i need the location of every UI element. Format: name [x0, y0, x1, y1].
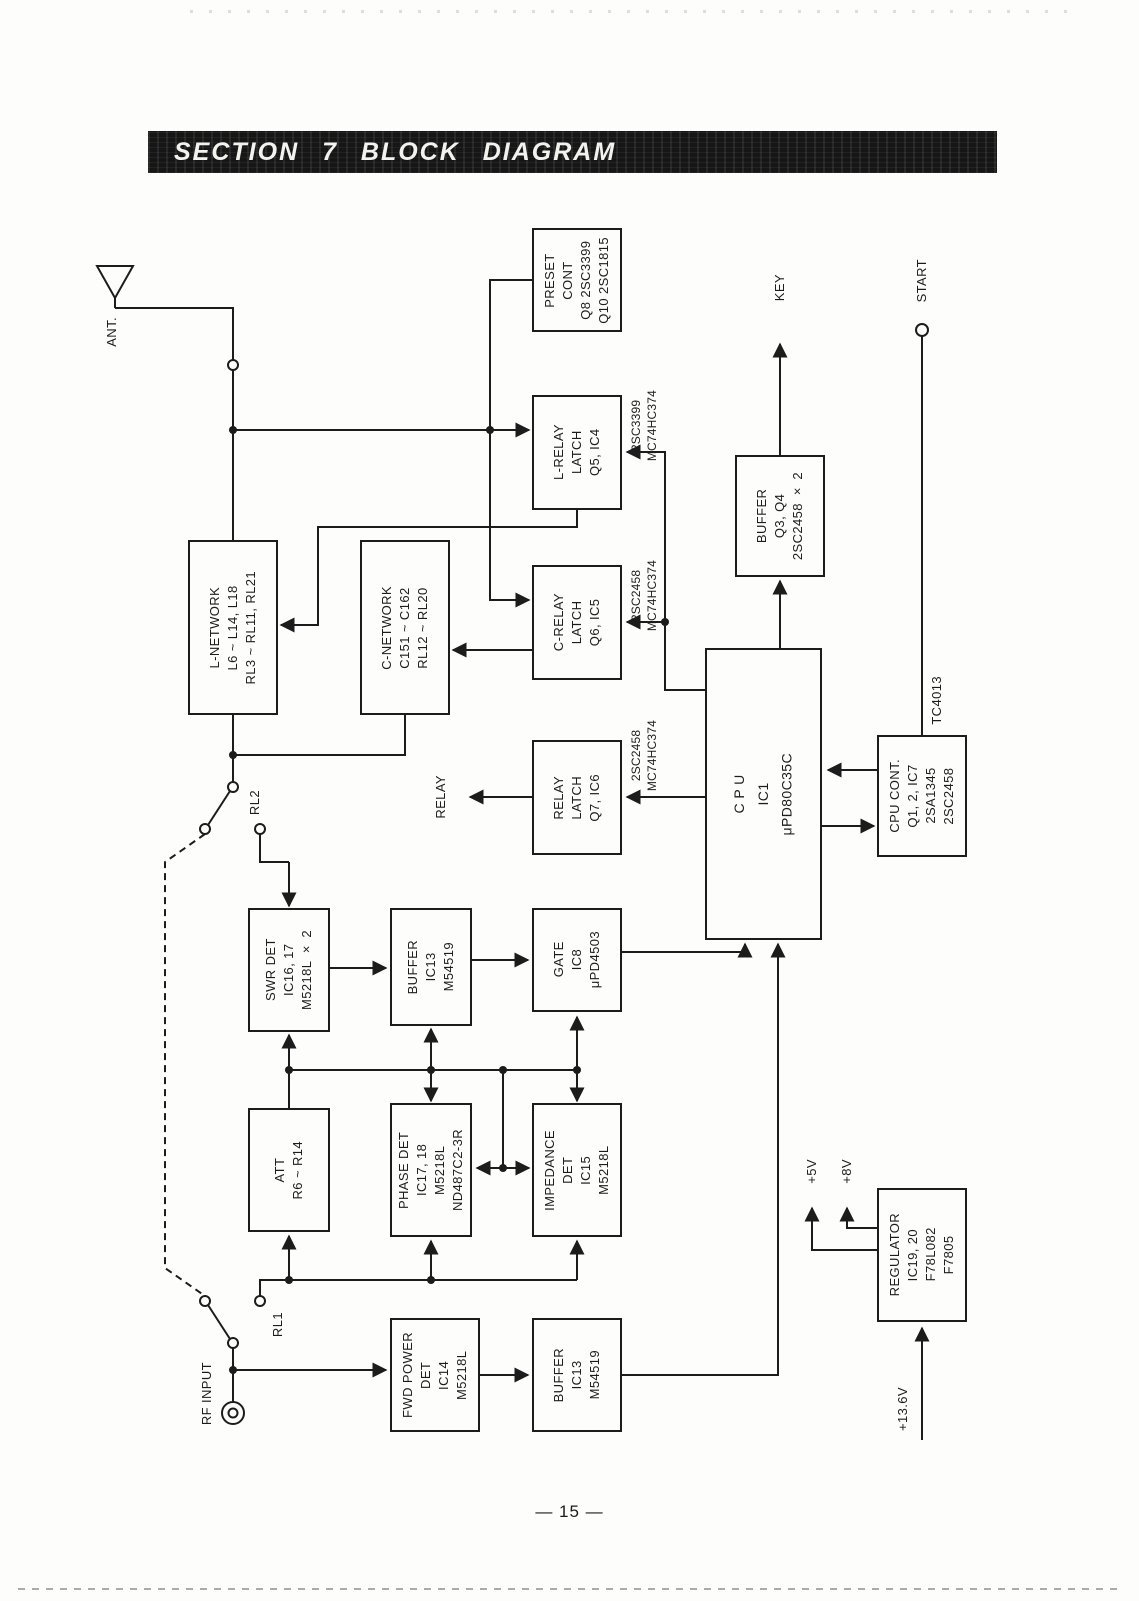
box-buffer-mid-label: BUFFER IC13 M54519	[405, 939, 456, 995]
antenna-terminal	[227, 359, 239, 371]
box-l-network: L-NETWORK L6 ~ L14, L18 RL3 ~ RL11, RL21	[188, 540, 278, 715]
box-regulator: REGULATOR IC19, 20 F78L082 F7805	[877, 1188, 967, 1322]
label-ant: ANT.	[104, 317, 120, 347]
box-buffer-lower-label: BUFFER IC13 M54519	[551, 1347, 602, 1403]
label-key: KEY	[772, 274, 788, 302]
rl2-switch-icon	[199, 781, 266, 835]
label-plus8v: +8V	[839, 1158, 855, 1184]
box-relay-latch-label: RELAY LATCH Q7, IC6	[551, 773, 602, 822]
box-fwd-power-det-label: FWD POWER DET IC14 M5218L	[400, 1332, 469, 1418]
relay-gang-linkage	[164, 833, 206, 1297]
box-regulator-label: REGULATOR IC19, 20 F78L082 F7805	[887, 1213, 956, 1297]
box-phase-det-label: PHASE DET IC17, 18 M5218L ND487C2-3R	[396, 1128, 465, 1212]
label-plus13-6v: +13.6V	[895, 1387, 911, 1431]
box-relay-latch: RELAY LATCH Q7, IC6	[532, 740, 622, 855]
box-impedance-det: IMPEDANCE DET IC15 M5218L	[532, 1103, 622, 1237]
rf-input-connector-icon	[221, 1401, 245, 1425]
box-c-network: C-NETWORK C151 ~ C162 RL12 ~ RL20	[360, 540, 450, 715]
box-impedance-det-label: IMPEDANCE DET IC15 M5218L	[542, 1129, 611, 1211]
box-buffer-key-label: BUFFER Q3, Q4 2SC2458 × 2	[754, 471, 805, 561]
box-c-network-label: C-NETWORK C151 ~ C162 RL12 ~ RL20	[379, 585, 430, 670]
rl1-switch-icon	[199, 1295, 266, 1349]
junction-dots	[229, 426, 669, 1374]
box-att-label: ATT R6 ~ R14	[272, 1140, 305, 1200]
label-relay-parts: 2SC2458 MC74HC374	[629, 720, 659, 792]
box-l-relay-latch-label: L-RELAY LATCH Q5, IC4	[551, 424, 602, 481]
signal-arrows	[233, 279, 930, 1440]
box-cpu-cont-label: CPU CONT. Q1, 2, IC7 2SA1345 2SC2458	[887, 759, 956, 833]
box-preset-cont-label: PRESET CONT Q8 2SC3399 Q10 2SC1815	[542, 236, 611, 324]
label-plus5v: +5V	[804, 1158, 820, 1184]
label-c-relay-parts: 2SC2458 MC74HC374	[629, 560, 659, 632]
label-relay-output: RELAY	[433, 775, 449, 819]
box-buffer-key: BUFFER Q3, Q4 2SC2458 × 2	[735, 455, 825, 577]
box-cpu: C P U IC1 μPD80C35C	[705, 648, 822, 940]
antenna-icon	[95, 265, 135, 308]
section-title-bar: SECTION 7 BLOCK DIAGRAM	[148, 131, 997, 173]
box-gate-label: GATE IC8 μPD4503	[551, 931, 602, 989]
box-fwd-power-det: FWD POWER DET IC14 M5218L	[390, 1318, 480, 1432]
box-preset-cont: PRESET CONT Q8 2SC3399 Q10 2SC1815	[532, 228, 622, 332]
label-rl1: RL1	[270, 1312, 286, 1338]
box-buffer-lower: BUFFER IC13 M54519	[532, 1318, 622, 1432]
box-swr-det: SWR DET IC16, 17 M5218L × 2	[248, 908, 330, 1032]
box-l-relay-latch: L-RELAY LATCH Q5, IC4	[532, 395, 622, 510]
label-start: START	[914, 259, 930, 303]
box-phase-det: PHASE DET IC17, 18 M5218L ND487C2-3R	[390, 1103, 472, 1237]
box-l-network-label: L-NETWORK L6 ~ L14, L18 RL3 ~ RL11, RL21	[207, 570, 258, 685]
page-number: — 15 —	[535, 1502, 604, 1521]
box-cpu-label: C P U IC1 μPD80C35C	[730, 752, 795, 836]
label-rl2: RL2	[247, 790, 263, 816]
label-l-relay-parts: 2SC3399 MC74HC374	[629, 390, 659, 462]
box-c-relay-latch-label: C-RELAY LATCH Q6, IC5	[551, 593, 602, 652]
start-terminal	[915, 323, 929, 337]
box-cpu-cont: CPU CONT. Q1, 2, IC7 2SA1345 2SC2458	[877, 735, 967, 857]
box-gate: GATE IC8 μPD4503	[532, 908, 622, 1012]
box-c-relay-latch: C-RELAY LATCH Q6, IC5	[532, 565, 622, 680]
section-title: SECTION 7 BLOCK DIAGRAM	[174, 137, 617, 166]
label-tc4013: TC4013	[929, 675, 945, 725]
box-att: ATT R6 ~ R14	[248, 1108, 330, 1232]
label-rf-input: RF INPUT	[199, 1362, 215, 1426]
box-buffer-mid: BUFFER IC13 M54519	[390, 908, 472, 1026]
box-swr-det-label: SWR DET IC16, 17 M5218L × 2	[263, 930, 314, 1010]
